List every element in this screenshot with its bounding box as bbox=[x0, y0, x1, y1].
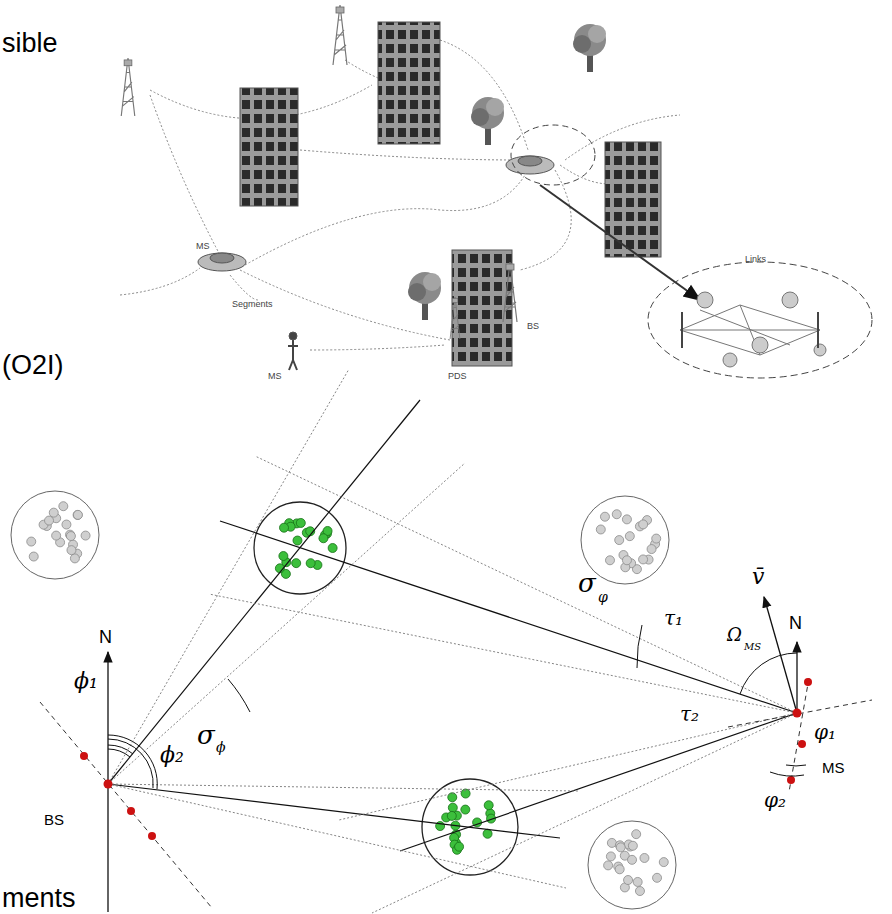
scatterer-dot bbox=[612, 510, 621, 519]
scatterer-dot bbox=[280, 523, 289, 532]
delay-label: τ₂ bbox=[680, 704, 699, 724]
vehicles bbox=[198, 125, 595, 370]
scatterer-dot bbox=[632, 830, 641, 839]
slide-text: (O2I) bbox=[2, 352, 64, 379]
scatterer-dot bbox=[659, 858, 668, 867]
illustration-label: BS bbox=[527, 322, 539, 331]
scatterer-dot bbox=[605, 556, 614, 565]
scatterer-dot bbox=[73, 510, 82, 519]
north-label: N bbox=[99, 628, 112, 646]
scatterer-dot bbox=[448, 803, 457, 812]
scatterer-dot bbox=[647, 545, 656, 554]
scatterer-dot bbox=[625, 532, 634, 541]
scatterer-dot bbox=[652, 534, 661, 543]
scatterer-dot bbox=[622, 515, 631, 524]
angle-label: ϕ₁ bbox=[74, 670, 98, 692]
scatterer-dot bbox=[624, 876, 633, 885]
scatterer-dot bbox=[628, 855, 637, 864]
slide-text: sible bbox=[2, 30, 58, 57]
north-label: N bbox=[789, 614, 802, 632]
scatterer-dot bbox=[615, 865, 624, 874]
illustration-label: Segments bbox=[232, 300, 273, 309]
scatterer-dot bbox=[615, 536, 624, 545]
orientation-label: Ω bbox=[727, 626, 742, 644]
scatterer-dot bbox=[596, 525, 605, 534]
angle-label: φ₂ bbox=[764, 790, 786, 810]
scatterer-dot bbox=[27, 537, 36, 546]
buildings bbox=[240, 22, 661, 366]
scatterer-dot bbox=[635, 887, 644, 896]
spread-label: σ bbox=[197, 722, 215, 748]
spread-label: φ bbox=[598, 590, 608, 604]
scatterer-dot bbox=[484, 801, 493, 810]
scatterer-dot bbox=[628, 841, 637, 850]
scatterer-dot bbox=[293, 536, 302, 545]
scatterer-dot bbox=[279, 552, 288, 561]
illustration-label: PDS bbox=[448, 372, 467, 381]
spread-label: ϕ bbox=[216, 740, 226, 754]
scatterer-dot bbox=[640, 853, 649, 862]
scatterer-dot bbox=[66, 532, 75, 541]
scatterer-dot bbox=[45, 516, 54, 525]
illustration-label: MS bbox=[268, 372, 282, 381]
scatterer-dot bbox=[622, 556, 631, 565]
scatterer-dot bbox=[483, 829, 492, 838]
scatterer-dot bbox=[81, 531, 90, 540]
illustration-label: Links bbox=[745, 255, 766, 264]
scatterer-dot bbox=[633, 877, 642, 886]
station-label: MS bbox=[822, 760, 845, 775]
scatterer-dot bbox=[67, 546, 76, 555]
scatterer-dot bbox=[600, 512, 609, 521]
scatterer-dot bbox=[639, 520, 648, 529]
scatterer-dot bbox=[49, 508, 58, 517]
scatterer-dot bbox=[59, 502, 68, 511]
scatter-clusters bbox=[11, 491, 676, 909]
bs-antenna bbox=[40, 652, 250, 912]
path-rays bbox=[108, 369, 797, 913]
scatterer-dot bbox=[639, 555, 648, 564]
slide-text: ments bbox=[2, 885, 76, 912]
scatterer-dot bbox=[607, 838, 616, 847]
scatterer-dot bbox=[447, 811, 456, 820]
illustration-label: MS bbox=[196, 242, 210, 251]
scatterer-dot bbox=[306, 559, 315, 568]
scatterer-dot bbox=[328, 544, 337, 553]
ms-antenna bbox=[637, 597, 872, 792]
spread-label: σ bbox=[578, 570, 596, 596]
angle-label: φ₁ bbox=[814, 722, 836, 742]
station-label: BS bbox=[44, 812, 64, 827]
scatterer-dot bbox=[52, 531, 61, 540]
scatterers bbox=[27, 502, 669, 896]
delay-label: τ₁ bbox=[664, 608, 683, 628]
antenna-towers bbox=[121, 5, 517, 339]
scatterer-dot bbox=[296, 518, 305, 527]
scatterer-dot bbox=[292, 559, 301, 568]
scatterer-dot bbox=[319, 534, 328, 543]
scatterer-dot bbox=[70, 554, 79, 563]
scatterer-dot bbox=[62, 520, 71, 529]
scatterer-dot bbox=[455, 842, 464, 851]
scatterer-dot bbox=[73, 510, 82, 519]
scatterer-dot bbox=[461, 805, 470, 814]
scatterer-dot bbox=[604, 861, 613, 870]
trees bbox=[408, 24, 606, 320]
scatterer-dot bbox=[616, 843, 625, 852]
angle-label: ϕ₂ bbox=[160, 744, 184, 766]
scatterer-dot bbox=[653, 873, 662, 882]
scatterer-dot bbox=[29, 552, 38, 561]
orientation-label: MS bbox=[744, 642, 761, 652]
velocity-label: v̄ bbox=[752, 566, 764, 588]
scatterer-dot bbox=[606, 852, 615, 861]
links-zoom bbox=[540, 185, 872, 378]
